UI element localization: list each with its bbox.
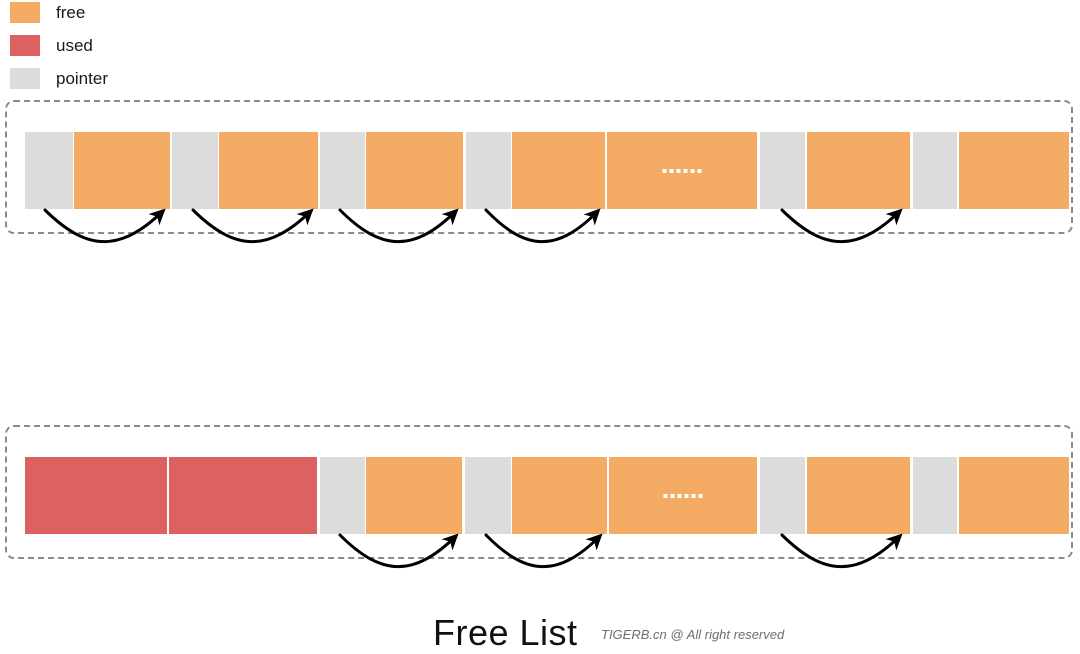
memory-block-free <box>366 457 462 534</box>
memory-block-free <box>807 132 910 209</box>
legend-item-pointer: pointer <box>10 67 108 89</box>
memory-block-free <box>959 132 1069 209</box>
title-band: Free List TIGERB.cn @ All right reserved <box>0 300 1080 653</box>
memory-block-used <box>25 457 167 534</box>
legend-label-used: used <box>56 35 93 55</box>
memory-block-free <box>609 457 757 534</box>
copyright-notice: TIGERB.cn @ All right reserved <box>601 627 785 642</box>
memory-block-free <box>74 132 170 209</box>
link-arrow-3 <box>780 533 903 568</box>
memory-block-free <box>219 132 318 209</box>
legend: free used pointer <box>0 0 300 95</box>
memory-block-used <box>169 457 317 534</box>
free-list-all-free-container <box>5 100 1073 243</box>
memory-block-pointer <box>466 132 511 209</box>
memory-block-strip-bottom <box>20 457 1069 534</box>
memory-block-pointer <box>320 457 365 534</box>
legend-label-pointer: pointer <box>56 68 108 88</box>
memory-block-free <box>512 132 605 209</box>
memory-block-strip-top <box>20 132 1069 209</box>
legend-swatch-free <box>10 1 40 23</box>
link-arrow-1 <box>43 208 166 243</box>
memory-block-pointer <box>320 132 365 209</box>
page-title: Free List <box>433 612 578 653</box>
memory-block-free <box>366 132 463 209</box>
legend-label-free: free <box>56 2 86 22</box>
link-arrow-3 <box>338 208 459 243</box>
link-arrow-4 <box>484 208 601 243</box>
memory-block-pointer <box>760 457 805 534</box>
legend-swatch-used <box>10 34 40 56</box>
legend-item-used: used <box>10 34 93 56</box>
link-arrow-2 <box>484 533 603 568</box>
memory-block-free <box>807 457 910 534</box>
memory-block-pointer <box>465 457 511 534</box>
memory-block-free <box>607 132 757 209</box>
ellipsis-indicator <box>662 168 702 173</box>
free-list-partially-used-container <box>5 425 1073 568</box>
legend-item-free: free <box>10 1 85 23</box>
memory-block-pointer <box>913 457 957 534</box>
link-arrow-1 <box>338 533 459 568</box>
memory-block-pointer <box>913 132 957 209</box>
legend-swatch-pointer <box>10 67 40 89</box>
memory-block-pointer <box>25 132 73 209</box>
memory-block-pointer <box>172 132 218 209</box>
memory-block-pointer <box>760 132 805 209</box>
link-arrow-2 <box>191 208 314 243</box>
memory-block-free <box>512 457 607 534</box>
memory-block-free <box>959 457 1069 534</box>
link-arrow-5 <box>780 208 903 243</box>
ellipsis-indicator <box>663 493 703 498</box>
